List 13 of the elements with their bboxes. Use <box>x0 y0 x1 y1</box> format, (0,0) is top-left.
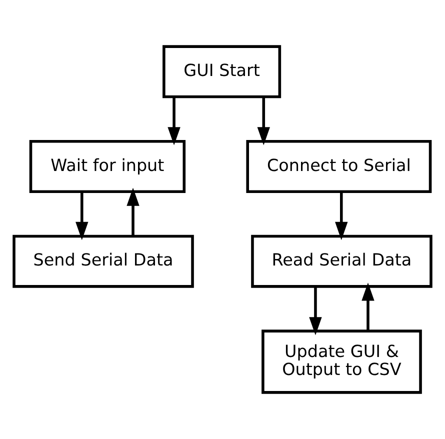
arrow <box>126 188 140 236</box>
arrow <box>257 97 270 146</box>
arrow <box>362 282 374 331</box>
arrow <box>168 97 180 146</box>
node-box: Send Serial Data <box>12 234 194 288</box>
arrow <box>76 192 88 240</box>
node-box: Update GUI & Output to CSV <box>262 330 422 394</box>
node-box: Connect to Serial <box>246 140 432 193</box>
node-box: Read Serial Data <box>251 234 432 288</box>
arrow <box>335 192 348 240</box>
node-box: Wait for input <box>29 140 186 193</box>
arrow <box>309 286 322 336</box>
node-box: GUI Start <box>162 45 282 98</box>
